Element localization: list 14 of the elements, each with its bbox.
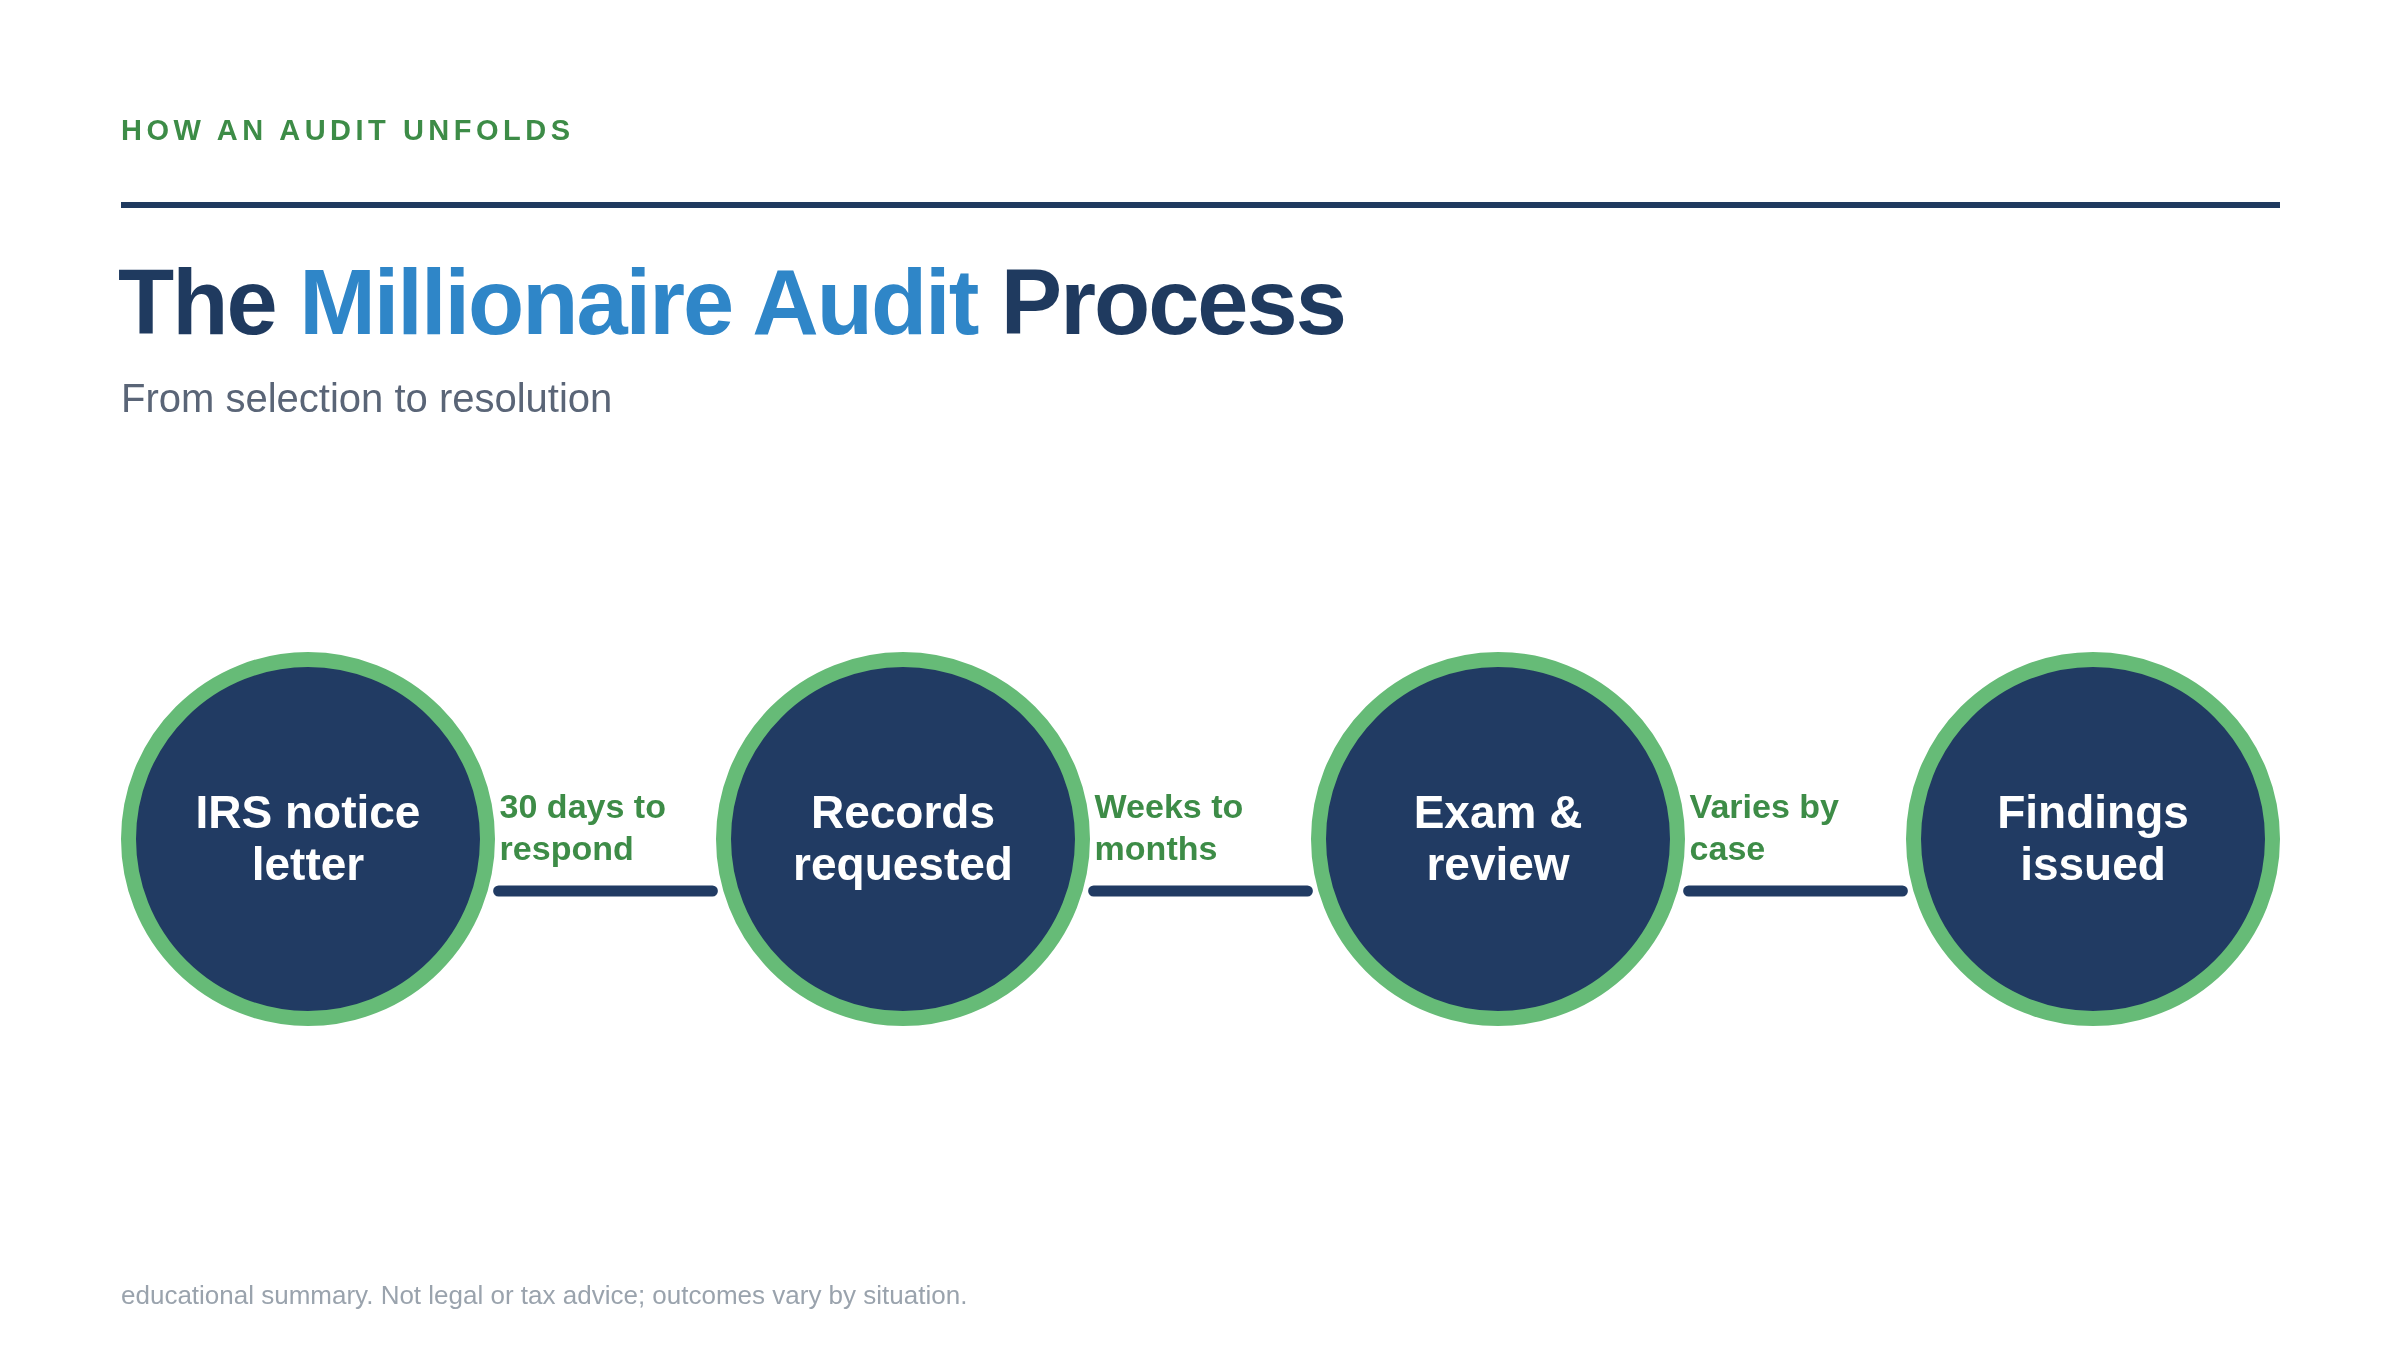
connector-line (1088, 885, 1313, 897)
connector-line (1683, 885, 1908, 897)
edge-label: 30 days to respond (499, 786, 667, 869)
step-label: IRS notice letter (194, 787, 422, 891)
page-title: The Millionaire Audit Process (118, 252, 1345, 354)
edge-label: Weeks to months (1094, 786, 1245, 869)
step-label: Records requested (792, 787, 1014, 891)
connector-line (493, 885, 718, 897)
section-eyebrow: HOW AN AUDIT UNFOLDS (121, 114, 575, 147)
edge-label: Varies by case (1689, 786, 1840, 869)
footnote: educational summary. Not legal or tax advice; outcomes vary by situation. (121, 1280, 968, 1311)
subtitle: From selection to resolution (121, 376, 613, 421)
step-label: Findings issued (1996, 787, 2190, 891)
step-label: Exam & review (1412, 787, 1584, 891)
